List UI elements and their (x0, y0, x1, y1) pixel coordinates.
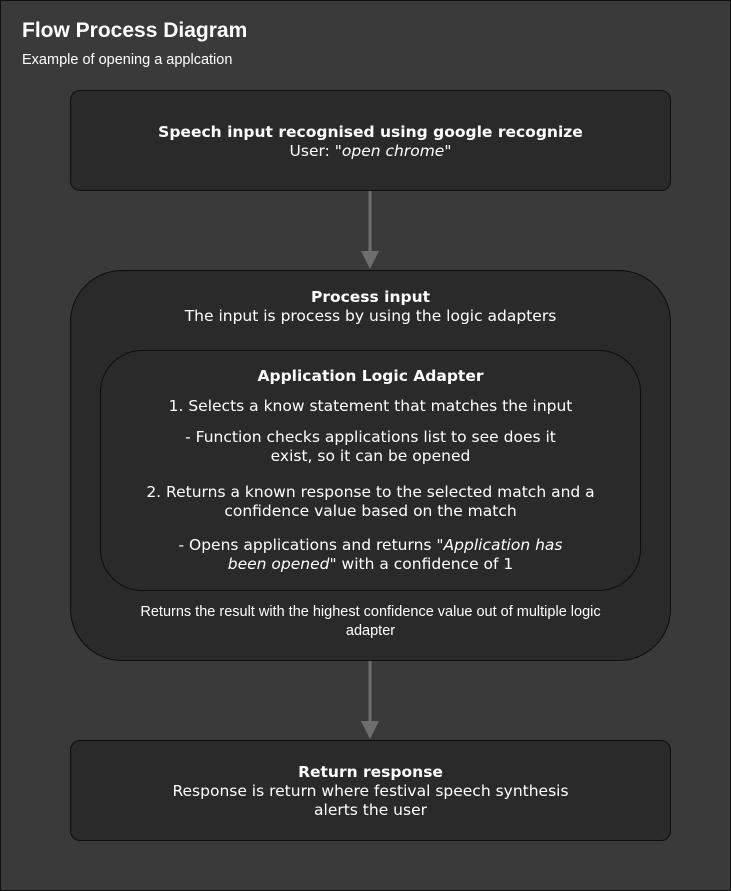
arrow-2 (361, 661, 379, 739)
speech-input-node: Speech input recognised using google rec… (70, 90, 671, 191)
return-response-heading: Return response (298, 763, 443, 781)
return-response-node: Return response Response is return where… (70, 740, 671, 841)
adapter-item-2-line-2: confidence value based on the match (224, 502, 517, 520)
page-subtitle: Example of opening a applcation (22, 52, 233, 68)
speech-input-example: User: "open chrome" (289, 142, 452, 160)
process-input-text: The input is process by using the logic … (184, 307, 557, 325)
adapter-item-2-detail-line-1: - Opens applications and returns "Applic… (178, 536, 563, 554)
adapter-item-1-detail-line-2: exist, so it can be opened (270, 447, 471, 465)
adapter-item-2-detail-line-2: been opened" with a confidence of 1 (227, 555, 514, 573)
adapter-item-1: 1. Selects a know statement that matches… (168, 397, 573, 415)
return-response-text-line-1: Response is return where festival speech… (172, 782, 569, 800)
return-response-text-line-2: alerts the user (314, 801, 427, 819)
speech-input-heading: Speech input recognised using google rec… (158, 123, 583, 141)
arrow-1 (361, 191, 379, 269)
adapter-item-1-detail-line-1: - Function checks applications list to s… (185, 428, 556, 446)
page-title: Flow Process Diagram (22, 19, 248, 42)
process-input-footer: Returns the result with the highest conf… (140, 604, 601, 639)
process-input-heading: Process input (310, 288, 431, 306)
adapter-item-2-line-1: 2. Returns a known response to the selec… (146, 483, 595, 501)
adapter-heading: Application Logic Adapter (257, 367, 484, 385)
application-logic-adapter-node: Application Logic Adapter 1. Selects a k… (100, 350, 641, 591)
